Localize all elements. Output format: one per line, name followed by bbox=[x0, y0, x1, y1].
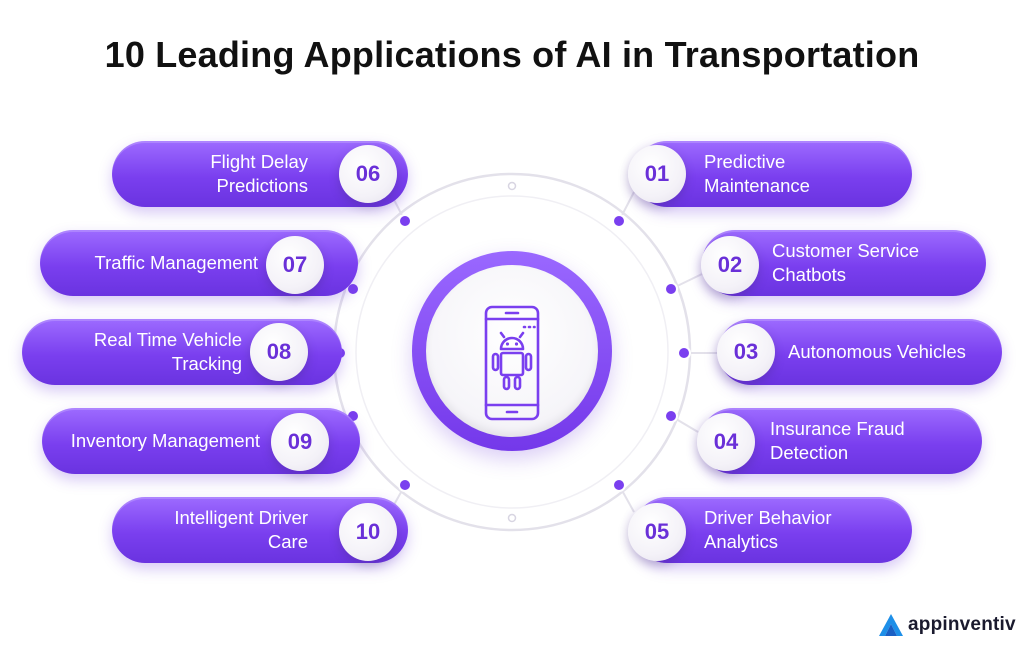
item-10-label: Intelligent Driver Care bbox=[174, 507, 308, 552]
item-01-label: Predictive Maintenance bbox=[704, 151, 810, 196]
item-01-number-badge: 01 bbox=[628, 145, 686, 203]
item-10-number-badge: 10 bbox=[339, 503, 397, 561]
ring-node-top bbox=[507, 181, 517, 191]
brand-name: appinventiv bbox=[908, 614, 1016, 635]
connector-dot-02 bbox=[664, 282, 678, 296]
item-01-pill: Predictive Maintenance bbox=[634, 141, 912, 207]
item-03-number-badge: 03 bbox=[717, 323, 775, 381]
item-08-number-badge: 08 bbox=[250, 323, 308, 381]
connector-dot-04 bbox=[664, 409, 678, 423]
item-07-label: Traffic Management bbox=[94, 252, 259, 273]
item-09-number-badge: 09 bbox=[271, 413, 329, 471]
brand-logo: appinventiv bbox=[878, 611, 1016, 639]
item-08-label: Real Time Vehicle Tracking bbox=[93, 329, 242, 374]
item-04-label: Insurance Fraud Detection bbox=[770, 418, 905, 463]
item-06-label: Flight Delay Predictions bbox=[210, 151, 308, 196]
connector-dot-03 bbox=[677, 346, 691, 360]
android-phone-icon bbox=[484, 305, 540, 421]
item-05-label: Driver Behavior Analytics bbox=[704, 507, 832, 552]
item-04-number-badge: 04 bbox=[697, 413, 755, 471]
connector-dot-07 bbox=[346, 282, 360, 296]
item-06-number-badge: 06 bbox=[339, 145, 397, 203]
item-02-label: Customer Service Chatbots bbox=[772, 240, 920, 285]
connector-dot-01 bbox=[612, 214, 626, 228]
connector-dot-05 bbox=[612, 478, 626, 492]
ring-node-bottom bbox=[507, 513, 517, 523]
center-hub-inner bbox=[426, 265, 598, 437]
item-07-number-badge: 07 bbox=[266, 236, 324, 294]
item-02-number-badge: 02 bbox=[701, 236, 759, 294]
page-title: 10 Leading Applications of AI in Transpo… bbox=[104, 34, 920, 75]
item-05-number-badge: 05 bbox=[628, 503, 686, 561]
item-03-label: Autonomous Vehicles bbox=[788, 341, 966, 362]
connector-dot-10 bbox=[398, 478, 412, 492]
appinventiv-logo-icon bbox=[879, 614, 903, 636]
center-hub bbox=[412, 251, 612, 451]
connector-dot-06 bbox=[398, 214, 412, 228]
item-09-label: Inventory Management bbox=[70, 430, 260, 451]
